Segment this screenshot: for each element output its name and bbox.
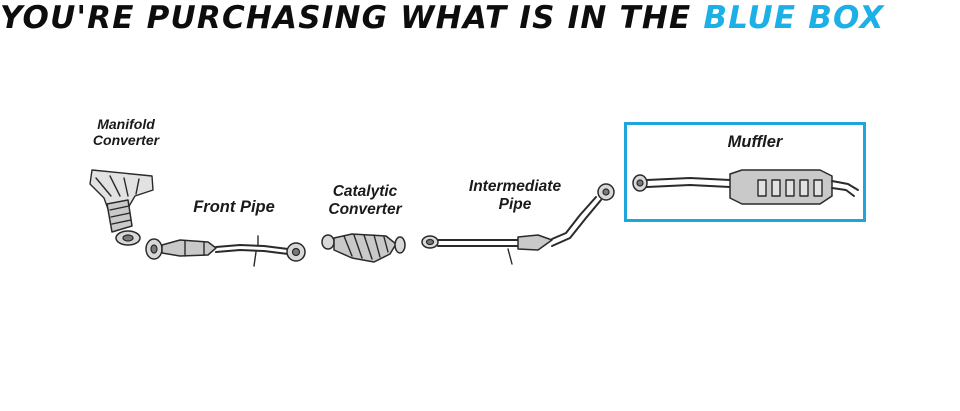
- front-pipe-label-line-1: Front Pipe: [193, 198, 275, 216]
- manifold-converter-label-line-2: Converter: [92, 132, 160, 149]
- page-title: YOU'RE PURCHASING WHAT IS IN THE BLUE BO…: [0, 0, 960, 38]
- intermediate-pipe-illustration: [421, 183, 615, 265]
- title-main-text: YOU'RE PURCHASING WHAT IS IN THE: [0, 0, 704, 36]
- muffler-label: Muffler: [712, 133, 798, 152]
- catalytic-converter-label-line-2: Converter: [328, 200, 402, 218]
- manifold-converter-illustration: [89, 169, 154, 246]
- front-pipe-label: Front Pipe: [183, 198, 285, 217]
- blue-box-highlight: [624, 122, 866, 222]
- manifold-converter-label-line-1: Manifold: [97, 116, 155, 132]
- intermediate-pipe-label-line-2: Pipe: [498, 195, 532, 213]
- muffler-illustration: [632, 169, 859, 205]
- front-pipe-illustration: [145, 235, 306, 267]
- intermediate-pipe-label: Intermediate Pipe: [458, 178, 572, 214]
- catalytic-converter-label: Catalytic Converter: [318, 183, 412, 219]
- catalytic-converter-label-line-1: Catalytic: [332, 183, 398, 200]
- intermediate-pipe-label-line-1: Intermediate: [468, 178, 562, 195]
- manifold-converter-label: Manifold Converter: [80, 116, 172, 148]
- muffler-label-line-1: Muffler: [727, 133, 783, 151]
- catalytic-converter-illustration: [321, 233, 406, 263]
- title-accent-text: BLUE BOX: [703, 0, 885, 36]
